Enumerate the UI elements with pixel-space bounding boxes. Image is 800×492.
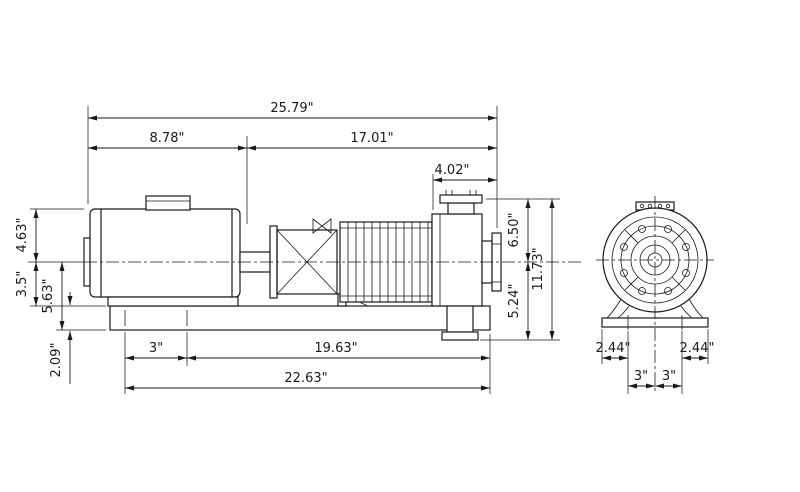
dim-left-hole-to-center: 3"	[634, 369, 648, 384]
dim-overall-length: 25.79"	[270, 101, 313, 116]
pedestal-legs	[606, 298, 704, 319]
side-flange-bolts	[492, 243, 501, 283]
end-view-dimension-labels: 2.44" 2.44" 3" 3"	[596, 341, 715, 384]
side-view-dimension-lines	[33, 115, 555, 391]
dim-overall-height: 11.73"	[531, 247, 546, 290]
dim-right-hole-to-center: 3"	[662, 369, 676, 384]
casing-body	[431, 213, 483, 307]
dim-motor-top-to-centerline: 4.63"	[15, 218, 30, 253]
side-view-dimension-labels: 25.79" 8.78" 17.01" 4.02" 6.50" 11.73" 5…	[15, 101, 546, 386]
dim-centerline-to-base-bottom: 5.63"	[41, 279, 56, 314]
dim-foot-hole-spacing: 3"	[149, 341, 163, 356]
bolt-hole	[682, 243, 690, 251]
dim-centerline-to-suction-bottom: 5.24"	[507, 284, 522, 319]
end-view-dimension-lines	[602, 355, 708, 389]
discharge-studs	[445, 190, 477, 195]
end-view: 2.44" 2.44" 3" 3"	[596, 196, 715, 394]
side-view: 25.79" 8.78" 17.01" 4.02" 6.50" 11.73" 5…	[15, 101, 582, 394]
motor-terminal-box	[145, 195, 191, 211]
bolt-hole	[664, 225, 672, 233]
dim-pump-length: 17.01"	[350, 131, 393, 146]
baseplate	[109, 305, 491, 331]
dim-base-height: 2.09"	[49, 343, 64, 378]
motor-body	[89, 208, 241, 298]
bolt-hole	[620, 269, 628, 277]
bolt-hole	[638, 225, 646, 233]
pump-casing	[431, 190, 502, 341]
bolt-holes	[620, 225, 690, 295]
suction-pipe	[446, 305, 474, 333]
dim-base-length: 22.63"	[284, 371, 327, 386]
bolt-hole	[664, 287, 672, 295]
casing-ribs	[624, 229, 686, 291]
motor-feet	[107, 296, 239, 307]
baseplate-channel	[109, 305, 491, 331]
bolt-hole	[620, 243, 628, 251]
motor	[83, 195, 241, 307]
discharge-flange	[439, 194, 483, 204]
dim-centerline-to-foot: 3.5"	[15, 271, 30, 298]
vent-fitting	[312, 218, 332, 234]
bolt-hole	[682, 269, 690, 277]
suction-flange	[441, 331, 479, 341]
dim-left-edge-to-hole: 2.44"	[596, 341, 631, 356]
bolt-hole	[638, 287, 646, 295]
discharge-pipe	[447, 202, 475, 215]
end-flange-bolt	[639, 203, 645, 209]
end-flange-bolt	[665, 203, 671, 209]
dim-motor-length: 8.78"	[150, 131, 185, 146]
dim-right-edge-to-hole: 2.44"	[680, 341, 715, 356]
dim-centerline-to-discharge-top: 6.50"	[507, 213, 522, 248]
dim-discharge-to-end: 4.02"	[435, 163, 470, 178]
dim-hole-to-pump-end: 19.63"	[314, 341, 357, 356]
